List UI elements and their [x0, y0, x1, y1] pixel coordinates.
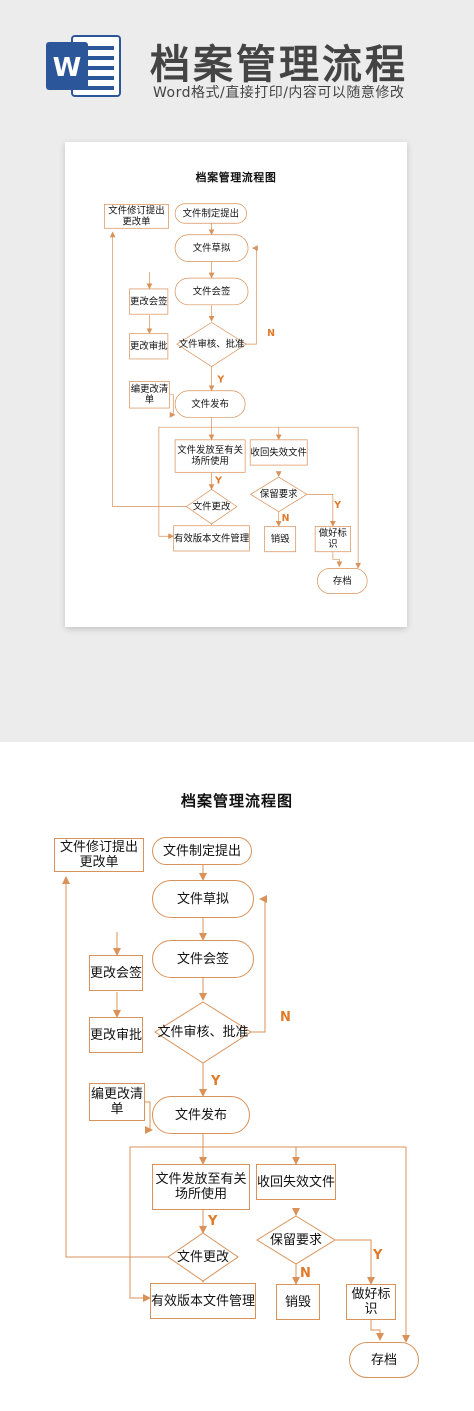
label-y-change: Y: [215, 475, 222, 487]
node-change-form: 文件修订提出更改单: [54, 838, 144, 872]
label-y-keep: Y: [373, 1248, 383, 1263]
node-draft: 文件草拟: [152, 880, 254, 918]
word-icon: W: [46, 35, 121, 97]
node-release: 文件发布: [174, 390, 246, 418]
node-destroy: 销毁: [264, 526, 297, 553]
label-n-review: N: [267, 328, 276, 340]
page-title: 档案管理流程: [150, 42, 408, 88]
node-release: 文件发布: [152, 1096, 250, 1134]
change-diamond: [167, 1232, 239, 1282]
node-valid-mgmt: 有效版本文件管理: [173, 525, 250, 552]
node-destroy: 销毁: [276, 1284, 320, 1320]
label-y-keep: Y: [334, 500, 342, 511]
keep-diamond: [249, 476, 308, 513]
flowchart: 档案管理流程图: [0, 752, 474, 1406]
flowchart-title: 档案管理流程图: [180, 792, 293, 810]
node-valid-mgmt: 有效版本文件管理: [150, 1283, 256, 1319]
review-diamond: [176, 322, 247, 367]
flowchart-title: 档案管理流程图: [195, 170, 277, 184]
node-review: 文件审核、批准: [178, 338, 245, 350]
node-change-countersign: 更改会签: [129, 288, 169, 315]
node-change: 文件更改: [176, 1249, 229, 1265]
flowchart-connectors: [62, 857, 410, 1343]
node-keep: 保留要求: [269, 1232, 322, 1248]
node-change-countersign: 更改会签: [89, 955, 143, 991]
label-n-keep: N: [281, 513, 290, 524]
review-diamond: [154, 1001, 252, 1064]
node-change-list: 编更改清单: [89, 1083, 145, 1121]
node-draft-start: 文件制定提出: [174, 203, 247, 224]
node-mark: 做好标识: [314, 526, 351, 553]
label-y-change: Y: [208, 1214, 218, 1229]
node-distribute: 文件发放至有关场所使用: [152, 1164, 250, 1210]
label-n-keep: N: [300, 1266, 311, 1281]
node-distribute: 文件发放至有关场所使用: [174, 439, 246, 473]
node-archive: 存档: [316, 567, 368, 594]
node-draft: 文件草拟: [174, 234, 249, 262]
node-change: 文件更改: [192, 501, 231, 513]
node-countersign: 文件会签: [152, 940, 254, 978]
flowchart-preview: 档案管理流程图: [65, 142, 407, 614]
node-change-review: 更改审批: [129, 333, 169, 360]
node-keep: 保留要求: [259, 488, 298, 500]
node-recall: 收回失效文件: [249, 439, 308, 466]
node-draft-start: 文件制定提出: [152, 837, 252, 865]
node-change-review: 更改审批: [89, 1017, 143, 1053]
node-mark: 做好标识: [346, 1284, 396, 1320]
label-y-review: Y: [211, 1074, 221, 1089]
node-archive: 存档: [349, 1342, 419, 1378]
page-subtitle: Word格式/直接打印/内容可以随意修改: [153, 85, 405, 101]
label-n-review: N: [280, 1010, 291, 1025]
word-icon-letter: W: [53, 53, 82, 83]
node-change-list: 编更改清单: [129, 380, 170, 409]
node-recall: 收回失效文件: [256, 1164, 336, 1200]
flowchart-connectors: [109, 217, 362, 569]
node-change-form: 文件修订提出更改单: [103, 204, 169, 229]
change-diamond: [185, 488, 238, 525]
document-preview: 档案管理流程图: [65, 142, 407, 627]
document-page: 档案管理流程图: [0, 742, 474, 1411]
node-review: 文件审核、批准: [157, 1024, 249, 1040]
preview-panel: W 档案管理流程 Word格式/直接打印/内容可以随意修改 档案管理流程图: [0, 0, 474, 742]
keep-diamond: [256, 1215, 336, 1265]
label-y-review: Y: [217, 374, 225, 386]
node-countersign: 文件会签: [174, 277, 249, 306]
